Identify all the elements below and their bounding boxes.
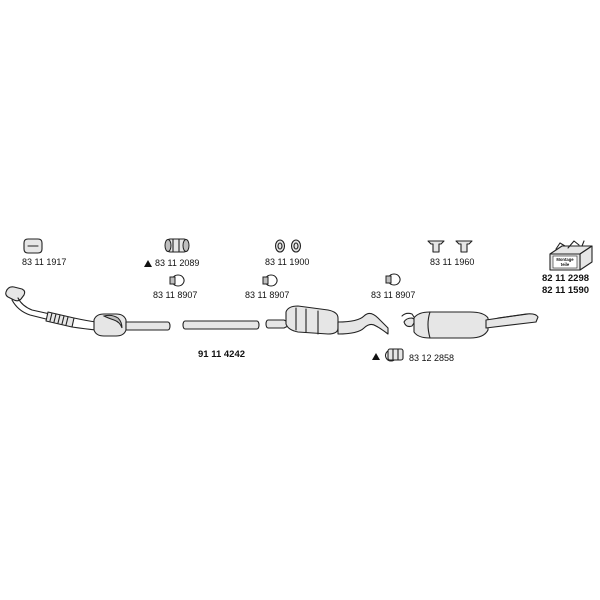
clamp-icon [385,273,401,286]
part-number-83-11-1917: 83 11 1917 [22,257,66,267]
part-number-83-11-8907-c: 83 11 8907 [371,290,415,300]
part-number-83-12-2858: 83 12 2858 [409,353,454,363]
clamp-icon [262,274,278,287]
part-number-83-11-8907-b: 83 11 8907 [245,290,289,300]
warning-triangle-icon [144,260,152,267]
part-number-83-11-1900: 83 11 1900 [265,257,309,267]
rubber-hanger-icon [274,239,302,253]
band-clamp-icon [164,238,190,253]
intermediate-pipe [182,320,260,330]
clamp-icon [169,274,185,287]
front-pipe-catalytic-converter [5,286,171,337]
flange-gasket-icon [23,238,43,254]
warning-triangle-icon [372,353,380,360]
part-number-82-11-2298: 82 11 2298 [542,273,589,284]
rubber-hanger-icon [427,240,473,253]
kit-box-text-2: teile [561,262,570,267]
clamp-icon [385,348,404,362]
part-number-83-11-1960: 83 11 1960 [430,257,474,267]
part-number-82-11-1590: 82 11 1590 [542,285,589,296]
part-number-83-11-2089: 83 11 2089 [155,258,199,268]
mounting-kit-box-icon: Montage teile [549,240,593,271]
part-number-83-11-8907-a: 83 11 8907 [153,290,197,300]
centre-silencer [265,305,389,335]
rear-silencer [401,311,539,339]
part-number-91-11-4242: 91 11 4242 [198,349,245,360]
kit-box-text-1: Montage [556,257,574,262]
